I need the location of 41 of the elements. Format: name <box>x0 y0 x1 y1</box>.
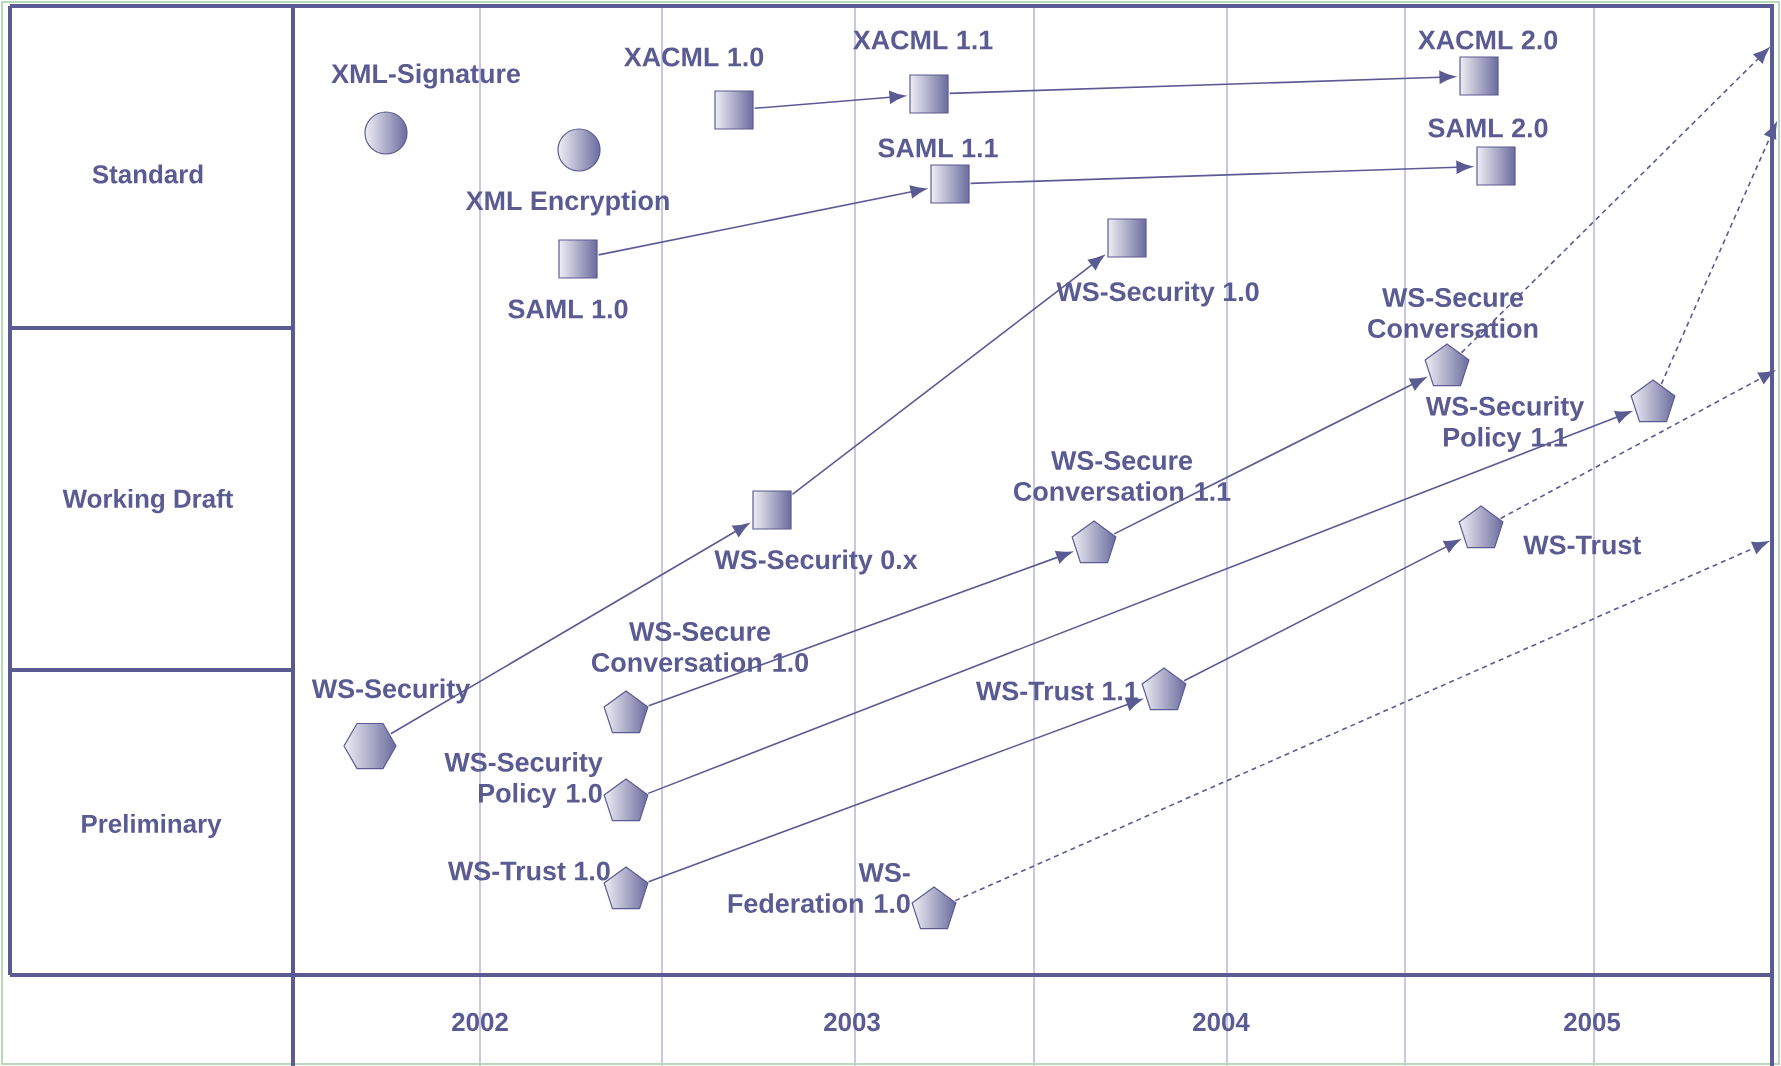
node-label: WS-Secure Conversation <box>1368 288 1538 338</box>
arrow <box>753 90 906 110</box>
arrow <box>647 551 1072 707</box>
year-label: 2004 <box>1193 1012 1250 1032</box>
arrow <box>390 523 749 735</box>
node-label: XACML 1.1 <box>853 30 993 50</box>
row-header: Working Draft <box>62 488 234 514</box>
arrow <box>647 410 1632 795</box>
arrow <box>1460 47 1770 354</box>
year-label: 2003 <box>824 1012 880 1032</box>
node-label: WS-Security 1.0 <box>1056 281 1259 307</box>
arrow <box>954 541 1769 902</box>
node-label: WS-Security 0.x <box>714 549 918 575</box>
node-label: WS-Trust 1.0 <box>447 861 610 881</box>
node-label: SAML 2.0 <box>1428 118 1548 138</box>
node-label: SAML 1.0 <box>508 299 628 319</box>
arrow <box>1183 539 1460 682</box>
arrow <box>597 185 927 256</box>
arrow <box>1113 377 1426 535</box>
row-header: Standard <box>92 164 203 184</box>
arrow <box>948 70 1456 95</box>
node-label: WS-Federation 1.0 <box>728 863 910 913</box>
node-label: WS-Trust <box>1523 535 1641 555</box>
node-label: SAML 1.1 <box>878 138 998 158</box>
node-label: WS-Secure Conversation 1.0 <box>592 622 808 672</box>
node-label: XML-Signature <box>331 63 520 89</box>
node-label: XACML 2.0 <box>1418 30 1558 50</box>
year-label: 2005 <box>1564 1012 1621 1032</box>
node-label: WS-Security <box>311 678 471 704</box>
arrow <box>1660 122 1777 385</box>
arrow <box>1499 370 1775 520</box>
arrow <box>791 255 1105 496</box>
row-header: Preliminary <box>82 813 222 839</box>
node-label: WS-Security Policy 1.1 <box>1425 396 1585 452</box>
year-label: 2002 <box>452 1012 508 1032</box>
node-label: WS-Security Policy 1.0 <box>444 752 603 808</box>
node-label: WS-Secure Conversation 1.1 <box>1014 451 1231 501</box>
arrow <box>969 160 1473 185</box>
arrow <box>647 698 1142 883</box>
node-label: XACML 1.0 <box>624 47 764 67</box>
node-label: XML Encryption <box>465 190 669 216</box>
